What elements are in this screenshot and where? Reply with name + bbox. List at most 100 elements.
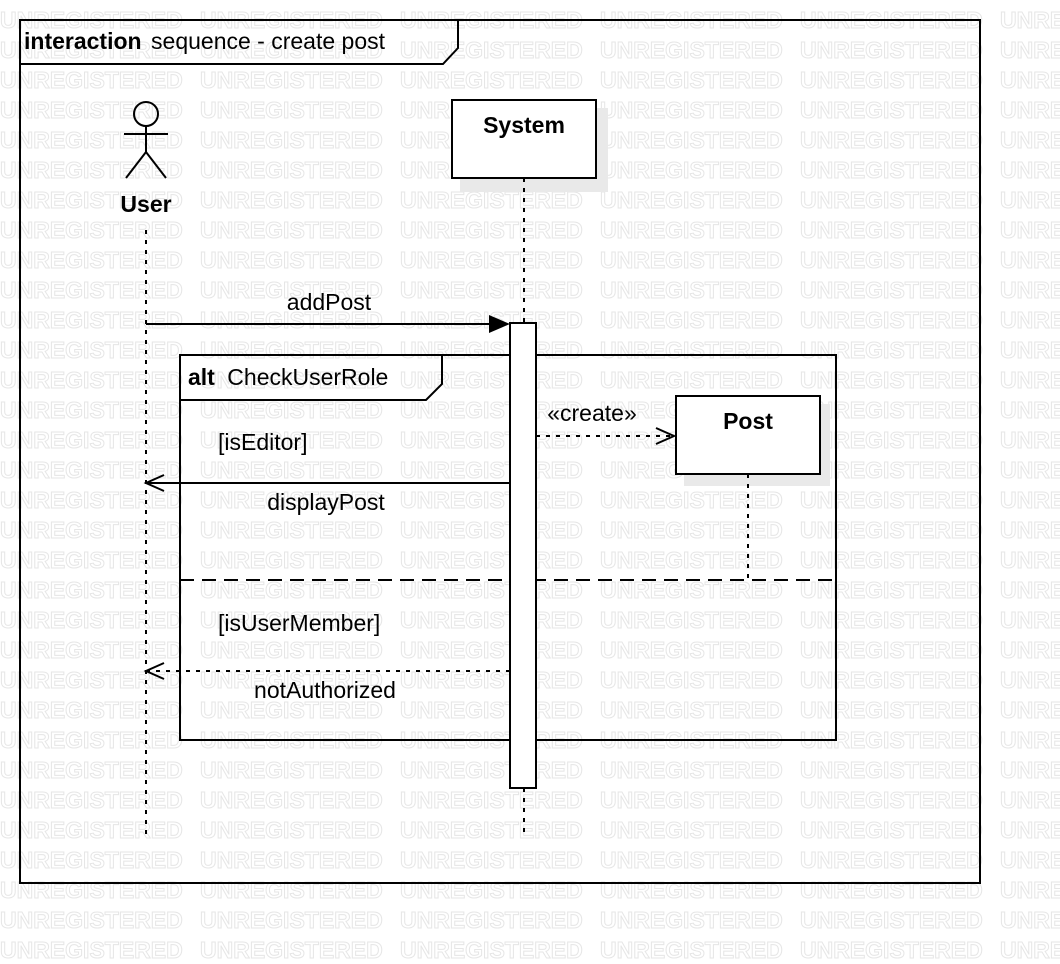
- watermark-text: UNREGISTERED: [1000, 247, 1060, 273]
- watermark-text: UNREGISTERED: [600, 367, 783, 393]
- watermark-text: UNREGISTERED: [400, 757, 583, 783]
- frame-keyword: interaction: [24, 28, 142, 54]
- watermark-text: UNREGISTERED: [0, 607, 183, 633]
- watermark-text: UNREGISTERED: [1000, 847, 1060, 873]
- watermark-text: UNREGISTERED: [0, 67, 183, 93]
- watermark-text: UNREGISTERED: [200, 667, 383, 693]
- watermark-text: UNREGISTERED: [600, 277, 783, 303]
- watermark-text: UNREGISTERED: [600, 247, 783, 273]
- watermark-text: UNREGISTERED: [1000, 877, 1060, 903]
- watermark-text: UNREGISTERED: [200, 337, 383, 363]
- watermark-text: UNREGISTERED: [1000, 277, 1060, 303]
- watermark-text: UNREGISTERED: [800, 217, 983, 243]
- watermark-text: UNREGISTERED: [0, 577, 183, 603]
- watermark-text: UNREGISTERED: [0, 247, 183, 273]
- watermark-text: UNREGISTERED: [200, 187, 383, 213]
- watermark-text: UNREGISTERED: [1000, 67, 1060, 93]
- filled-arrowhead-icon: [489, 315, 510, 333]
- message-create: «create»: [536, 400, 677, 445]
- watermark-text: UNREGISTERED: [0, 217, 183, 243]
- watermark-text: UNREGISTERED: [1000, 667, 1060, 693]
- watermark-text: UNREGISTERED: [1000, 307, 1060, 333]
- watermark-text: UNREGISTERED: [0, 397, 183, 423]
- system-activation-bar: [509, 322, 537, 789]
- actor-icon: [124, 101, 168, 179]
- alt-operator: alt: [188, 364, 215, 390]
- watermark-text: UNREGISTERED: [1000, 37, 1060, 63]
- user-lifeline: User: [120, 101, 172, 838]
- watermark-text: UNREGISTERED: [600, 877, 783, 903]
- watermark-text: UNREGISTERED: [1000, 337, 1060, 363]
- watermark-text: UNREGISTERED: [600, 757, 783, 783]
- watermark-text: UNREGISTERED: [400, 67, 583, 93]
- watermark-text: UNREGISTERED: [200, 247, 383, 273]
- post-head: [675, 395, 821, 475]
- watermark-text: UNREGISTERED: [0, 187, 183, 213]
- watermark-text: UNREGISTERED: [800, 367, 983, 393]
- watermark-text: UNREGISTERED: [200, 307, 383, 333]
- watermark-text: UNREGISTERED: [200, 607, 383, 633]
- watermark-text: UNREGISTERED: [200, 367, 383, 393]
- guard-is-user-member: [isUserMember]: [218, 610, 380, 636]
- alt-fragment: alt CheckUserRole [isEditor] [isUserMemb…: [179, 354, 837, 741]
- watermark-text: UNREGISTERED: [800, 97, 983, 123]
- watermark-text: UNREGISTERED: [800, 307, 983, 333]
- watermark-text: UNREGISTERED: [0, 757, 183, 783]
- message-not-authorized: notAuthorized: [143, 662, 510, 703]
- post-label: Post: [723, 408, 773, 434]
- watermark-text: UNREGISTERED: [200, 637, 383, 663]
- watermark-text: UNREGISTERED: [800, 607, 983, 633]
- watermark-text: UNREGISTERED: [200, 457, 383, 483]
- watermark-text: UNREGISTERED: [200, 157, 383, 183]
- watermark-text: UNREGISTERED: [400, 427, 583, 453]
- watermark-text: UNREGISTERED: [0, 547, 183, 573]
- watermark-text: UNREGISTERED: [0, 517, 183, 543]
- watermark-text: UNREGISTERED: [200, 877, 383, 903]
- watermark-text: UNREGISTERED: [800, 457, 983, 483]
- watermark-text: UNREGISTERED: [400, 217, 583, 243]
- watermark-text: UNREGISTERED: [0, 307, 183, 333]
- watermark-text: UNREGISTERED: [1000, 7, 1060, 33]
- watermark-text: UNREGISTERED: [600, 157, 783, 183]
- watermark-text: UNREGISTERED: [0, 697, 183, 723]
- watermark-text: UNREGISTERED: [600, 787, 783, 813]
- watermark-text: UNREGISTERED: [0, 367, 183, 393]
- watermark-text: UNREGISTERED: [800, 757, 983, 783]
- watermark-text: UNREGISTERED: [0, 37, 183, 63]
- watermark-text: UNREGISTERED: [800, 667, 983, 693]
- watermark-text: UNREGISTERED: [1000, 577, 1060, 603]
- watermark-text: UNREGISTERED: [200, 277, 383, 303]
- watermark-text: UNREGISTERED: [1000, 607, 1060, 633]
- watermark-text: UNREGISTERED: [200, 547, 383, 573]
- watermark-text: UNREGISTERED: [400, 847, 583, 873]
- watermark-text: UNREGISTERED: [800, 847, 983, 873]
- watermark-text: UNREGISTERED: [600, 607, 783, 633]
- watermark-text: UNREGISTERED: [1000, 727, 1060, 753]
- message-not-authorized-label: notAuthorized: [254, 677, 396, 703]
- watermark-text: UNREGISTERED: [600, 187, 783, 213]
- watermark-text: UNREGISTERED: [400, 607, 583, 633]
- watermark-text: UNREGISTERED: [800, 697, 983, 723]
- watermark-text: UNREGISTERED: [0, 937, 183, 963]
- watermark-text: UNREGISTERED: [600, 697, 783, 723]
- watermark-text: UNREGISTERED: [1000, 907, 1060, 933]
- watermark-text: UNREGISTERED: [1000, 697, 1060, 723]
- watermark-text: UNREGISTERED: [400, 667, 583, 693]
- watermark-text: UNREGISTERED: [1000, 217, 1060, 243]
- watermark-text: UNREGISTERED: [200, 487, 383, 513]
- guard-is-editor: [isEditor]: [218, 429, 307, 455]
- watermark-text: UNREGISTERED: [0, 97, 183, 123]
- message-display-post: displayPost: [143, 474, 510, 515]
- watermark-text: UNREGISTERED: [200, 787, 383, 813]
- watermark-text: UNREGISTERED: [600, 517, 783, 543]
- watermark-text: UNREGISTERED: [200, 427, 383, 453]
- watermark-text: UNREGISTERED: [600, 337, 783, 363]
- system-label: System: [483, 112, 565, 138]
- watermark-text: UNREGISTERED: [200, 37, 383, 63]
- watermark-text: UNREGISTERED: [200, 697, 383, 723]
- watermark-text: UNREGISTERED: [0, 337, 183, 363]
- watermark-text: UNREGISTERED: [400, 457, 583, 483]
- watermark-text: UNREGISTERED: [600, 667, 783, 693]
- watermark-text: UNREGISTERED: [800, 517, 983, 543]
